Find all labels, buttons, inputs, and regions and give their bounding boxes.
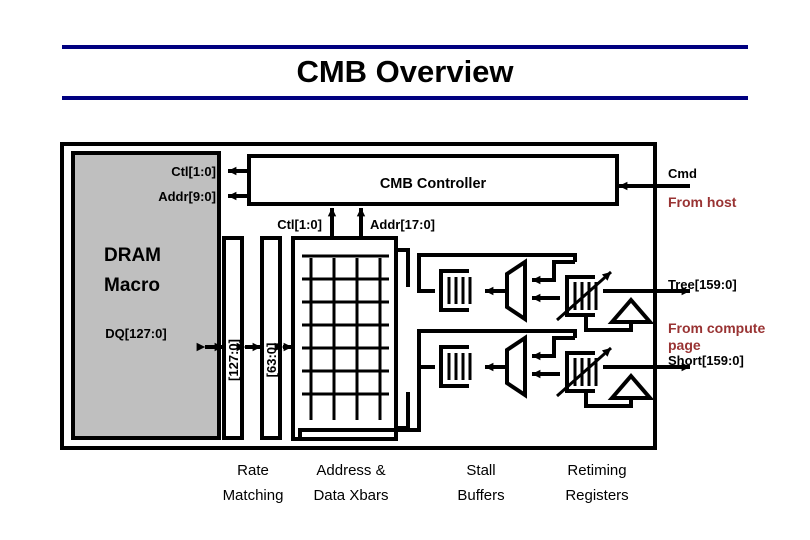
caption-stall-buffers: Stall Buffers [457, 462, 504, 504]
wire-buffer-lower-tap [584, 391, 633, 408]
rate-match-left-label: [127:0] [226, 339, 241, 381]
dram-macro-label-line1: DRAM [104, 245, 161, 266]
caption-retiming-registers: Retiming Registers [565, 462, 628, 504]
wire-loop-upper-left [417, 253, 577, 293]
crossbar-horizontal-lines [302, 254, 389, 396]
ctl-up-label: Ctl[1:0] [277, 217, 322, 232]
dram-macro-block [71, 151, 221, 440]
stall-buffer-lower [439, 345, 472, 388]
rate-match-right-label: [63:0] [264, 343, 279, 378]
from-compute-label-line2: page [668, 337, 701, 353]
dram-macro-label-line2: Macro [104, 275, 160, 296]
tree-label: Tree[159:0] [668, 277, 737, 292]
cmb-controller-label: CMB Controller [380, 176, 487, 192]
page-title: CMB Overview [296, 54, 514, 89]
svg-text:Buffers: Buffers [457, 487, 504, 504]
wire-buffer-upper-tap [584, 315, 633, 332]
cmd-label: Cmd [668, 166, 697, 181]
title-rule-top [62, 45, 748, 49]
buffer-triangle-upper [607, 296, 655, 324]
from-compute-label-line1: From compute [668, 320, 765, 336]
wire-bottom-return [298, 367, 421, 439]
addr-up-label: Addr[17:0] [370, 217, 435, 232]
svg-text:Retiming: Retiming [567, 462, 626, 479]
chip-outline [60, 142, 657, 450]
caption-address-data-xbars: Address & Data Xbars [313, 462, 388, 504]
wire-feedback-lower [531, 336, 575, 361]
dq-label: DQ[127:0] [105, 326, 166, 341]
retiming-register-lower [556, 346, 612, 398]
rate-matching-block-left [222, 236, 244, 440]
ctl-to-dram-label: Ctl[1:0] [171, 164, 216, 179]
wire-loop-lower-left [417, 329, 577, 369]
xbar-upper-routing [396, 248, 410, 287]
buffer-triangle-lower [607, 372, 655, 400]
svg-text:Registers: Registers [565, 487, 628, 504]
rate-matching-block-right [260, 236, 282, 440]
svg-text:Matching: Matching [223, 487, 284, 504]
wire-feedback-upper [531, 260, 575, 285]
short-label: Short[159:0] [668, 353, 744, 368]
addr-to-dram-label: Addr[9:0] [158, 189, 216, 204]
from-host-label: From host [668, 194, 737, 210]
caption-rate-matching: Rate Matching [223, 462, 284, 504]
retiming-register-upper [556, 270, 612, 322]
svg-text:Rate: Rate [237, 462, 269, 479]
title-rule-bottom [62, 96, 748, 100]
mux-lower [505, 334, 527, 399]
mux-upper [505, 258, 527, 323]
stall-buffer-upper [439, 269, 472, 312]
svg-text:Address &: Address & [316, 462, 385, 479]
svg-text:Data Xbars: Data Xbars [313, 487, 388, 504]
svg-text:Stall: Stall [466, 462, 495, 479]
